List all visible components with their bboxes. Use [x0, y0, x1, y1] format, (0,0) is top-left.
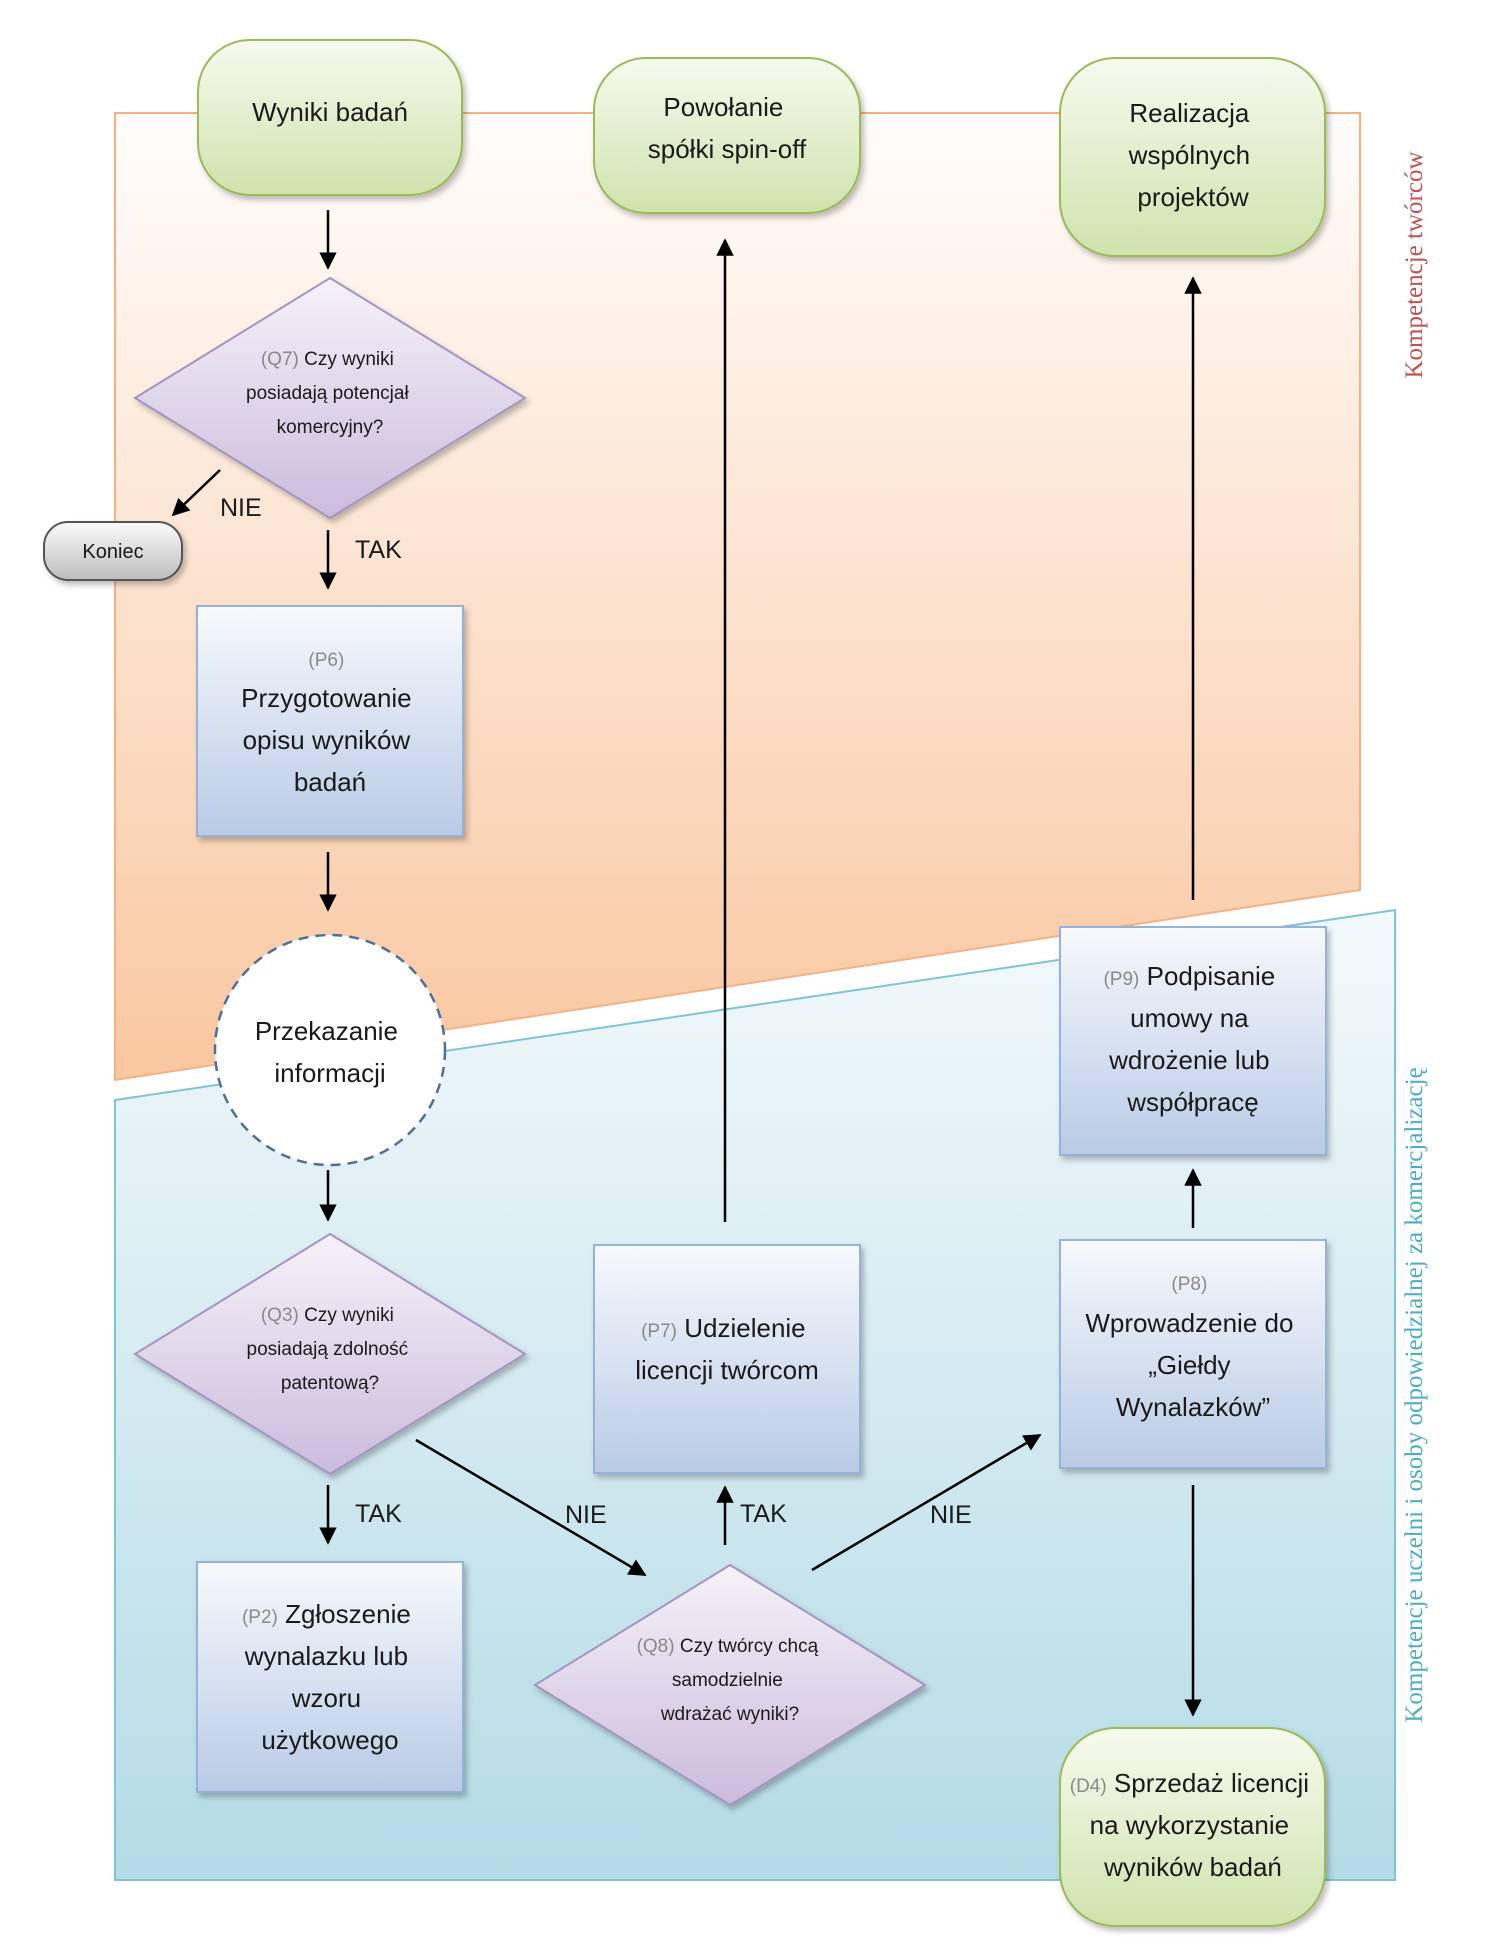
terminal-d4-sprzedaz-licencji [1059, 1727, 1326, 1927]
process-p6 [196, 605, 464, 837]
process-p9 [1059, 926, 1327, 1156]
arrow-q8-to-p8 [811, 1433, 1042, 1572]
arrow-q7-to-koniec [171, 469, 221, 517]
przekazanie-text: Przekazanie informacji [255, 1016, 405, 1088]
label-q8-yes: TAK [740, 1500, 787, 1528]
terminal-koniec [43, 521, 183, 581]
terminal-powolanie-spin-off [593, 57, 861, 214]
terminal-realizacja-projektow [1059, 57, 1326, 257]
koniec-text: Koniec [82, 541, 143, 563]
decision-q3 [133, 1232, 527, 1476]
d4-text: (D4) Sprzedaż licencji na wykorzystanie … [1070, 1768, 1317, 1882]
process-p2 [196, 1561, 464, 1793]
label-q3-yes: TAK [355, 1500, 402, 1528]
decision-q7 [133, 276, 527, 520]
powolanie-text: Powołanie spółki spin-off [648, 92, 807, 164]
label-q7-yes: TAK [355, 536, 402, 564]
decision-q8 [533, 1563, 927, 1807]
p9-text: (P9) Podpisanie umowy na wdrożenie lub w… [1103, 961, 1282, 1117]
label-q7-no: NIE [220, 494, 262, 522]
q3-text: (Q3) Czy wyniki posiadają zdolność paten… [247, 1305, 414, 1394]
process-p8 [1059, 1239, 1327, 1469]
p7-text: (P7) Udzielenie licencji twórcom [635, 1313, 819, 1385]
q8-text: (Q8) Czy twórcy chcą samodzielnie wdraża… [637, 1636, 824, 1725]
terminal-wyniki-badan [197, 39, 463, 196]
band-bottom-label: Kompetencje uczelni i osoby odpowiedzial… [1401, 1067, 1428, 1722]
label-q3-no: NIE [565, 1501, 607, 1529]
band-top-label: Kompetencje twórców [1401, 151, 1428, 378]
connector-przekazanie-informacji [213, 933, 447, 1167]
q7-text: (Q7) Czy wyniki posiadają potencjał kome… [246, 349, 414, 438]
p2-text: (P2) Zgłoszenie wynalazku lub wzoru użyt… [242, 1599, 418, 1755]
p6-text: (P6) Przygotowanie opisu wyników badań [241, 642, 419, 797]
label-q8-no: NIE [930, 1501, 972, 1529]
realizacja-text: Realizacja wspólnych projektów [1128, 98, 1258, 212]
arrow-q3-to-q8 [415, 1438, 647, 1577]
process-p7 [593, 1244, 861, 1474]
wyniki-badan-text: Wyniki badań [252, 97, 408, 127]
p8-text: (P8) Wprowadzenie do „Giełdy Wynalazków” [1085, 1266, 1300, 1422]
